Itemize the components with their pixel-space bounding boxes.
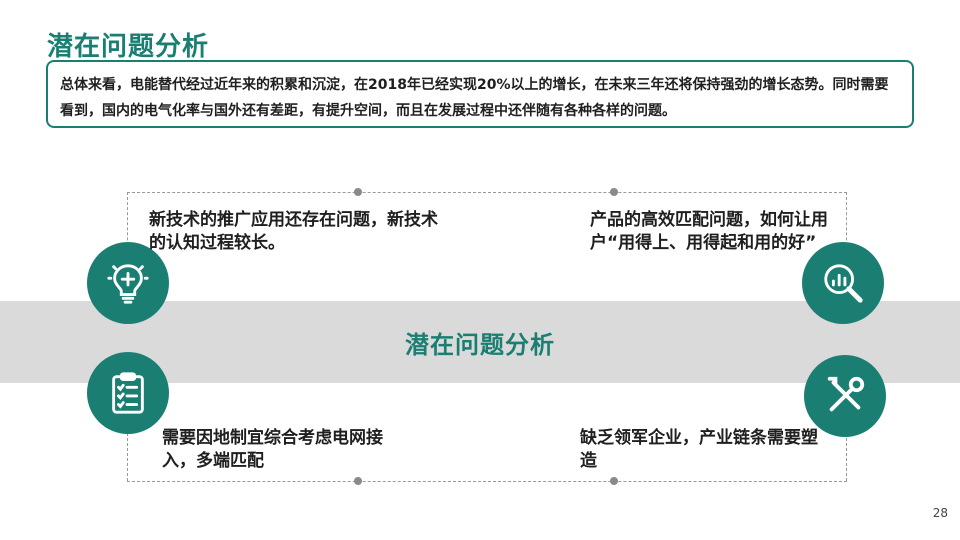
lightbulb-plus-icon [87,242,169,324]
dash-top-line [127,192,847,193]
dash-bottom-line [127,481,847,482]
center-label: 潜在问题分析 [405,331,555,359]
card-text-top-right: 产品的高效匹配问题，如何让用户“用得上、用得起和用的好” [590,210,828,253]
card-text-top-left: 新技术的推广应用还存在问题，新技术的认知过程较长。 [149,210,438,253]
clipboard-checklist-icon [87,352,169,434]
magnifier-chart-icon [802,242,884,324]
dot-bottom-left [354,477,362,485]
card-text-bottom-right: 缺乏领军企业，产业链条需要塑造 [580,428,818,471]
dot-top-left [354,188,362,196]
card-text-bottom-left: 需要因地制宜综合考虑电网接入，多端匹配 [162,428,383,471]
wrench-screwdriver-icon [804,355,886,437]
dot-top-right [610,188,618,196]
summary-text: 总体来看，电能替代经过近年来的积累和沉淀，在2018年已经实现20%以上的增长，… [60,77,889,119]
summary-box: 总体来看，电能替代经过近年来的积累和沉淀，在2018年已经实现20%以上的增长，… [46,60,914,128]
page-number: 28 [932,506,948,520]
dot-bottom-right [610,477,618,485]
page-title: 潜在问题分析 [47,32,210,62]
